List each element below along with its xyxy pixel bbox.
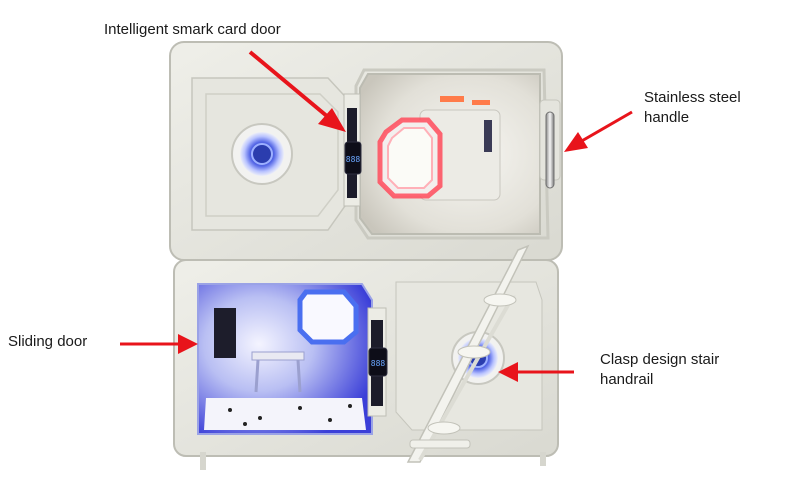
arrow-sliding-door [120,334,198,354]
upper-capsule [169,41,563,261]
upper-lock-display: 888 [346,155,361,164]
label-stair-line2: handrail [600,371,654,388]
label-handle-line1: Stainless steel [644,89,741,106]
label-smart-card-door: Intelligent smark card door [104,21,281,38]
label-sliding-door: Sliding door [8,333,88,350]
label-stair-line1: Clasp design stair [600,351,720,368]
stair-handrail [406,244,530,463]
arrow-smart-card [248,50,346,132]
arrow-handle [564,110,633,152]
lower-lock-display: 888 [371,359,386,368]
label-handle-line2: handle [644,109,690,126]
arrow-stair-handrail [498,362,574,382]
